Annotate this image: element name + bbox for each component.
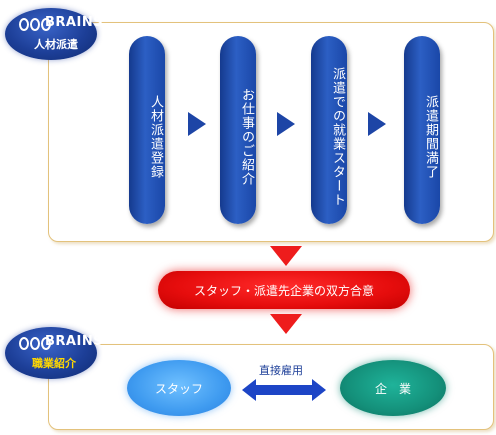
arrow-right-icon: [368, 112, 386, 136]
brains-dispatch-badge: [5, 8, 97, 60]
mutual-agreement-box: スタッフ・派遣先企業の双方合意: [158, 271, 410, 309]
arrow-right-icon: [188, 112, 206, 136]
step-period-end: 派遣期間満了: [404, 36, 440, 224]
badge-label-dispatch: 人材派遣: [34, 38, 78, 51]
brand-name: BRAINS: [45, 334, 104, 349]
brains-logo-icon: [19, 18, 51, 31]
brand-name: BRAINS: [45, 15, 104, 30]
direct-hire-label: 直接雇用: [259, 364, 303, 377]
arrow-down-icon: [270, 246, 302, 266]
staff-oval: スタッフ: [127, 360, 231, 416]
brains-placement-badge: [5, 327, 97, 379]
step-registration: 人材派遣登録: [129, 36, 165, 224]
double-arrow-icon: [242, 379, 326, 401]
step-job-introduction: お仕事のご紹介: [220, 36, 256, 224]
arrow-right-icon: [277, 112, 295, 136]
company-oval: 企 業: [340, 360, 446, 416]
arrow-down-icon: [270, 314, 302, 334]
brains-logo-icon: [19, 337, 51, 350]
step-work-start: 派遣での就業スタート: [311, 36, 347, 224]
badge-label-placement: 職業紹介: [32, 357, 76, 370]
